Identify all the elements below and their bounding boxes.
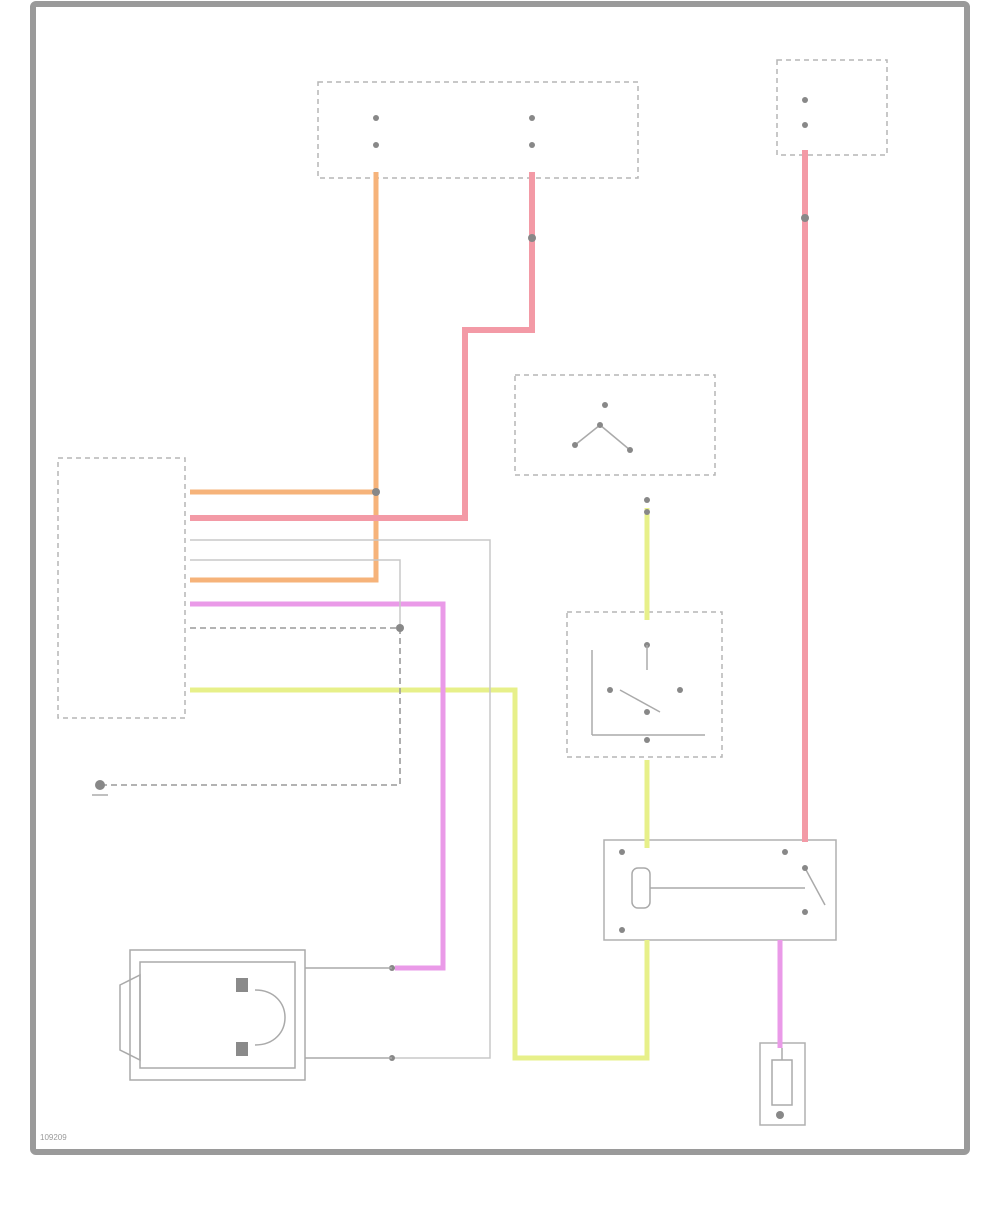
splice-node [396, 624, 404, 632]
connector-node [644, 497, 650, 503]
control-module-connector [57, 457, 186, 719]
wire-gray-inner [190, 559, 401, 628]
diagram-id: 109209 [40, 1133, 67, 1142]
connector-node [644, 509, 650, 515]
connector-node [644, 737, 650, 743]
diagram-frame [30, 1, 970, 1155]
connector-node [782, 849, 788, 855]
neutral-switch-symbol [591, 645, 705, 736]
wire-red-main [190, 172, 535, 521]
wire-yellow-loop [190, 687, 650, 1061]
wire-gray-loop [190, 539, 491, 1059]
fuse-block-top [317, 81, 639, 179]
connector-node [619, 927, 625, 933]
wire-ground [100, 627, 401, 786]
ignition-switch-box [514, 374, 716, 476]
connector-node [373, 142, 379, 148]
park-relay-assembly [119, 949, 392, 1081]
connector-node [802, 97, 808, 103]
splice-node [801, 214, 809, 222]
connector-node [802, 122, 808, 128]
ground-node [95, 780, 105, 790]
starter-motor-symbol [771, 1048, 793, 1106]
connector-node [373, 115, 379, 121]
starter-relay-box [603, 839, 837, 941]
ignition-switch-symbol [572, 402, 633, 453]
connector-node [776, 1111, 784, 1119]
wire-orange-main [190, 172, 379, 583]
splice-node [372, 488, 380, 496]
starter-relay-symbol [631, 865, 826, 915]
connector-node [529, 142, 535, 148]
wire-violet-left [190, 601, 446, 971]
splice-node [528, 234, 536, 242]
fuse-block-top-right [776, 59, 888, 156]
neutral-safety-switch-box [566, 611, 723, 758]
connector-node [529, 115, 535, 121]
connector-node [619, 849, 625, 855]
